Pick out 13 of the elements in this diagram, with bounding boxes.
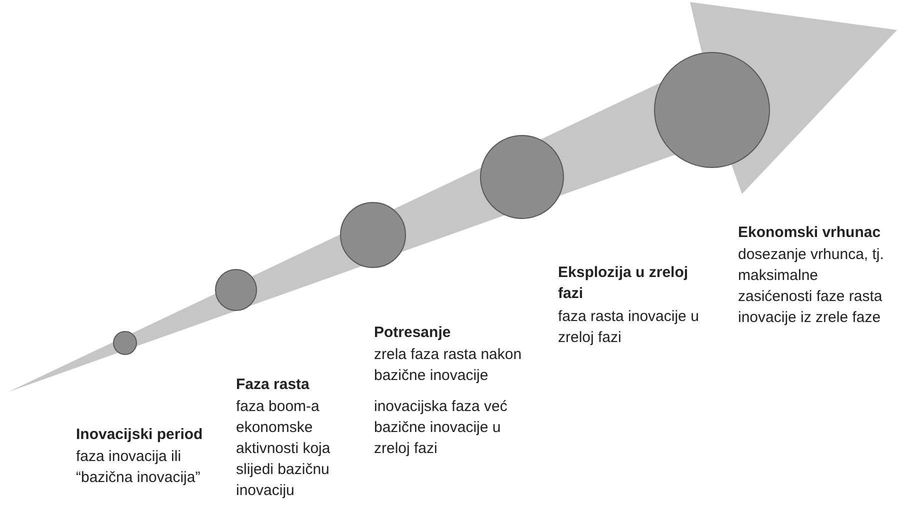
stage-heading: Ekonomski vrhunac <box>738 223 882 243</box>
circle-marker <box>113 331 137 355</box>
stage-heading: Inovacijski period <box>76 425 204 445</box>
stage-description: zrela faza rasta nakon bazične inovacije <box>374 345 523 386</box>
circle-marker <box>215 269 257 311</box>
stage-heading: Faza rasta <box>236 375 310 395</box>
stage-heading: Potresanje <box>374 323 452 343</box>
stage-description: inovacijska faza već bazične inovacije u zreloj fazi <box>374 397 508 459</box>
stage-description: faza boom-a ekonomske aktivnosti koja slijedi bazičnu inovaciju <box>236 397 332 501</box>
stage-description: faza inovacija ili “bazična inovacija” <box>76 447 202 488</box>
circle-marker <box>340 202 406 268</box>
stage-description: dosezanje vrhunca, tj. maksimalne zasićenosti faze rasta inovacije iz zrele faze <box>738 245 885 328</box>
stage-description: faza rasta inovacije u zreloj fazi <box>558 307 700 348</box>
